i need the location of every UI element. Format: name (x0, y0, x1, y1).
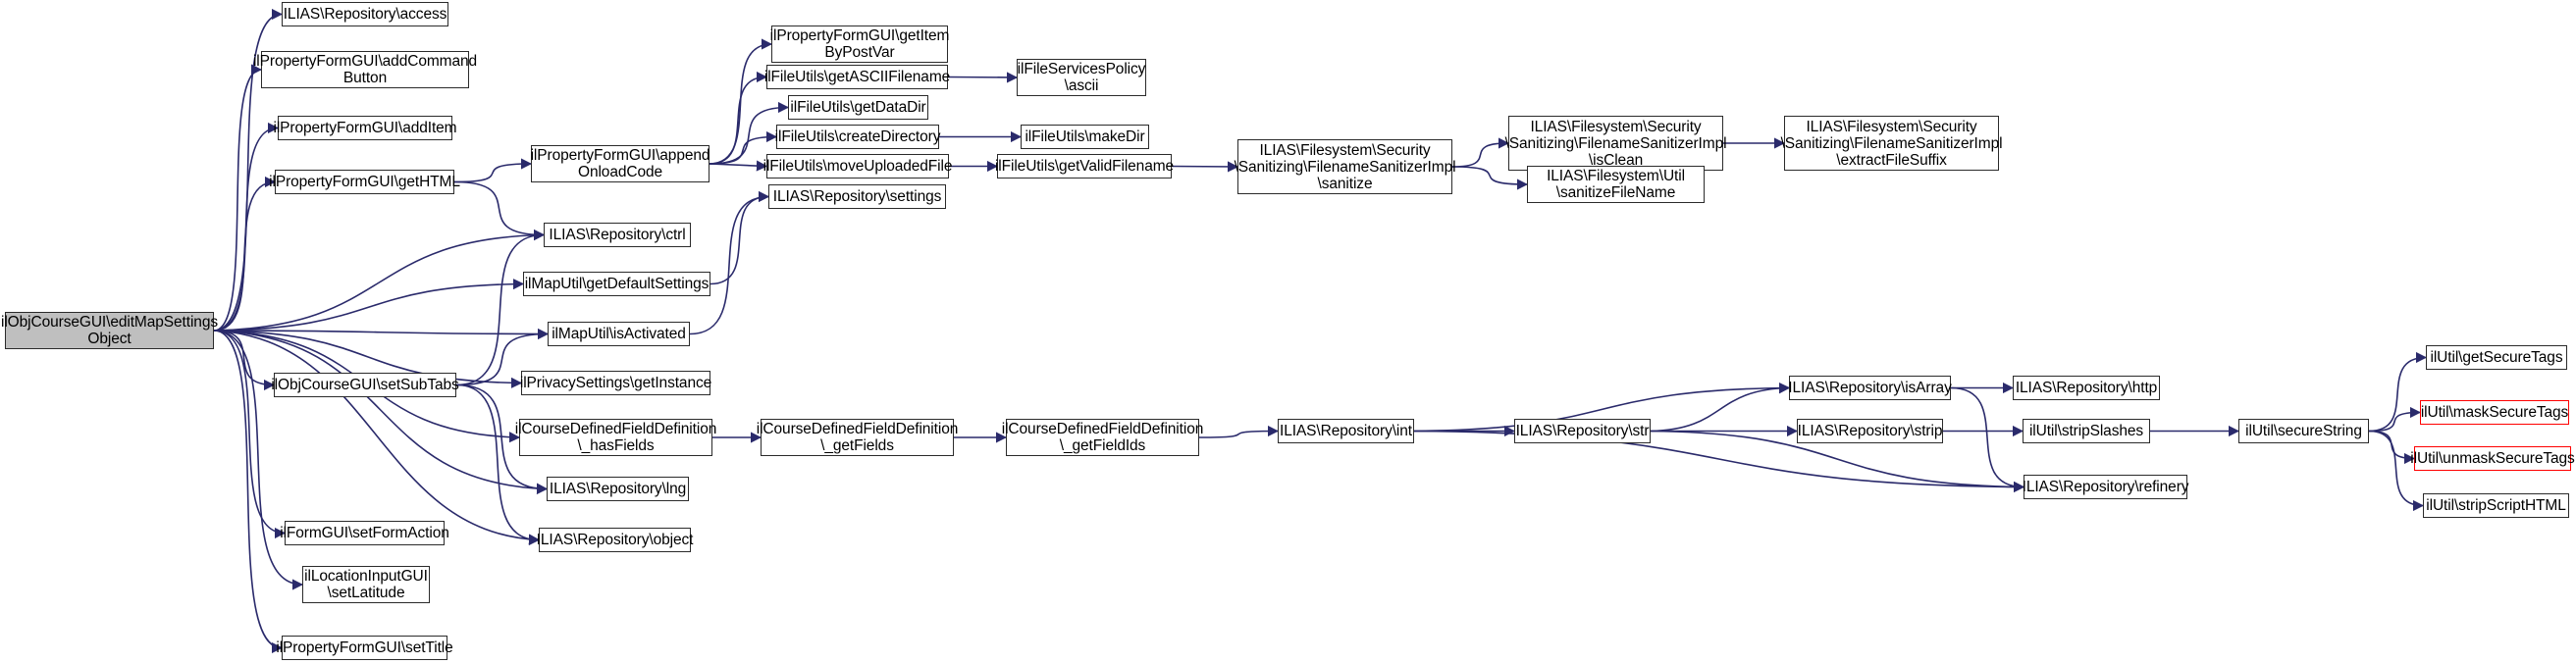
graph-node-privacyInst[interactable]: ilPrivacySettings\getInstance (520, 371, 711, 395)
graph-node-sanitizeFileNm[interactable]: ILIAS\Filesystem\Util \sanitizeFileName (1527, 166, 1705, 203)
edge-getHTML-to-ctrl (453, 180, 546, 241)
edge-root-to-setFormAction (213, 330, 287, 539)
graph-node-hasFields[interactable]: ilCourseDefinedFieldDefinition \_hasFiel… (514, 419, 717, 456)
edge-root-to-lng (213, 330, 549, 494)
graph-node-getItemByPost[interactable]: ilPropertyFormGUI\getItem ByPostVar (769, 26, 950, 63)
edge-root-to-setSubTabs (213, 330, 276, 391)
graph-node-getSecureTags[interactable]: ilUtil\getSecureTags (2426, 345, 2567, 370)
graph-node-http[interactable]: ILIAS\Repository\http (2013, 376, 2160, 400)
graph-node-getFieldIds[interactable]: ilCourseDefinedFieldDefinition \_getFiel… (1001, 419, 1204, 456)
edge-isArray-to-refinery (1950, 386, 2025, 493)
edge-isActivated-to-settings (689, 190, 770, 335)
graph-node-setLatitude[interactable]: ilLocationInputGUI \setLatitude (302, 566, 430, 603)
edge-secureString-to-unmaskSecureTag (2368, 430, 2416, 465)
graph-node-refinery[interactable]: ILIAS\Repository\refinery (2023, 475, 2189, 499)
edge-root-to-getDefaultSet (213, 279, 525, 332)
edge-root-to-addCommandBtn (213, 64, 263, 332)
graph-node-isArray[interactable]: ILIAS\Repository\isArray (1788, 376, 1952, 400)
edge-root-to-isActivated (213, 328, 550, 340)
edge-repoStr-to-isArray (1650, 383, 1791, 433)
graph-node-addItem[interactable]: ilPropertyFormGUI\addItem (274, 116, 457, 140)
edge-root-to-ctrl (213, 230, 546, 332)
graph-node-strip[interactable]: ILIAS\Repository\strip (1797, 419, 1943, 443)
edge-root-to-getHTML (213, 176, 277, 332)
edge-secureString-to-getSecureTags (2368, 351, 2428, 433)
graph-node-maskSecureTags[interactable]: ilUtil\maskSecureTags (2420, 400, 2569, 425)
graph-node-addCommandBtn[interactable]: ilPropertyFormGUI\addCommand Button (252, 51, 478, 88)
edge-secureString-to-maskSecureTags (2368, 406, 2422, 433)
edge-appendOnload-to-getASCIIFile (709, 71, 768, 165)
graph-node-getDataDir[interactable]: ilFileUtils\getDataDir (788, 95, 928, 120)
edge-getFieldIds-to-repoInt (1198, 425, 1280, 438)
graph-node-moveUploaded[interactable]: ilFileUtils\moveUploadedFile (763, 154, 952, 179)
graph-node-getHTML[interactable]: ilPropertyFormGUI\getHTML (269, 170, 460, 194)
graph-node-lng[interactable]: ILIAS\Repository\lng (547, 477, 689, 501)
graph-node-secureString[interactable]: ilUtil\secureString (2238, 419, 2369, 443)
edge-getHTML-to-appendOnload (453, 158, 533, 183)
edge-root-to-addItem (213, 122, 280, 332)
graph-node-setFormAction[interactable]: ilFormGUI\setFormAction (280, 521, 449, 545)
graph-node-getFields[interactable]: ilCourseDefinedFieldDefinition \_getFiel… (756, 419, 959, 456)
graph-node-appendOnload[interactable]: ilPropertyFormGUI\append OnloadCode (530, 145, 710, 182)
edge-root-to-object (213, 330, 541, 545)
graph-node-object[interactable]: ILIAS\Repository\object (537, 528, 693, 552)
graph-node-ascii[interactable]: ilFileServicesPolicy \ascii (1017, 59, 1146, 96)
graph-node-getASCIIFile[interactable]: ilFileUtils\getASCIIFilename (764, 65, 950, 89)
graph-node-sanitize[interactable]: ILIAS\Filesystem\Security \Sanitizing\Fi… (1235, 139, 1456, 194)
edge-setSubTabs-to-ctrl (455, 229, 546, 386)
edge-appendOnload-to-moveUploaded (709, 160, 768, 172)
edge-appendOnload-to-getItemByPost (709, 38, 773, 165)
graph-node-settings[interactable]: ILIAS\Repository\settings (768, 184, 946, 209)
graph-node-isActivated[interactable]: ilMapUtil\isActivated (548, 322, 690, 346)
graph-node-getValidFile[interactable]: ilFileUtils\getValidFilename (995, 154, 1174, 179)
graph-node-access[interactable]: ILIAS\Repository\access (282, 2, 448, 26)
graph-node-setTitle[interactable]: ilPropertyFormGUI\setTitle (276, 636, 453, 660)
graph-node-stripSlashes[interactable]: ilUtil\stripSlashes (2023, 419, 2150, 443)
edge-root-to-setLatitude (213, 330, 304, 590)
graph-node-isClean[interactable]: ILIAS\Filesystem\Security \Sanitizing\Fi… (1505, 116, 1727, 171)
edge-getValidFile-to-sanitize (1171, 161, 1239, 173)
graph-node-createDir[interactable]: ilFileUtils\createDirectory (775, 125, 940, 149)
graph-node-unmaskSecureTag[interactable]: ilUtil\unmaskSecureTags (2410, 446, 2575, 471)
graph-node-repoInt[interactable]: ILIAS\Repository\int (1278, 419, 1414, 443)
edge-getASCIIFile-to-ascii (947, 72, 1019, 83)
graph-node-getDefaultSet[interactable]: ilMapUtil\getDefaultSettings (523, 272, 710, 296)
edge-getDefaultSet-to-settings (710, 190, 770, 285)
graph-node-ctrl[interactable]: ILIAS\Repository\ctrl (544, 223, 691, 247)
graph-node-repoStr[interactable]: ILIAS\Repository\str (1514, 419, 1651, 443)
graph-node-setSubTabs[interactable]: ilObjCourseGUI\setSubTabs (271, 373, 459, 397)
graph-node-extractSuffix[interactable]: ILIAS\Filesystem\Security \Sanitizing\Fi… (1781, 116, 2003, 171)
graph-node-makeDir[interactable]: ilFileUtils\makeDir (1021, 125, 1149, 149)
graph-node-stripScriptHTML[interactable]: ilUtil\stripScriptHTML (2423, 493, 2569, 518)
edge-setSubTabs-to-object (455, 383, 541, 546)
graph-node-root[interactable]: ilObjCourseGUI\editMapSettings Object (1, 312, 218, 349)
edge-sanitize-to-isClean (1451, 137, 1510, 168)
